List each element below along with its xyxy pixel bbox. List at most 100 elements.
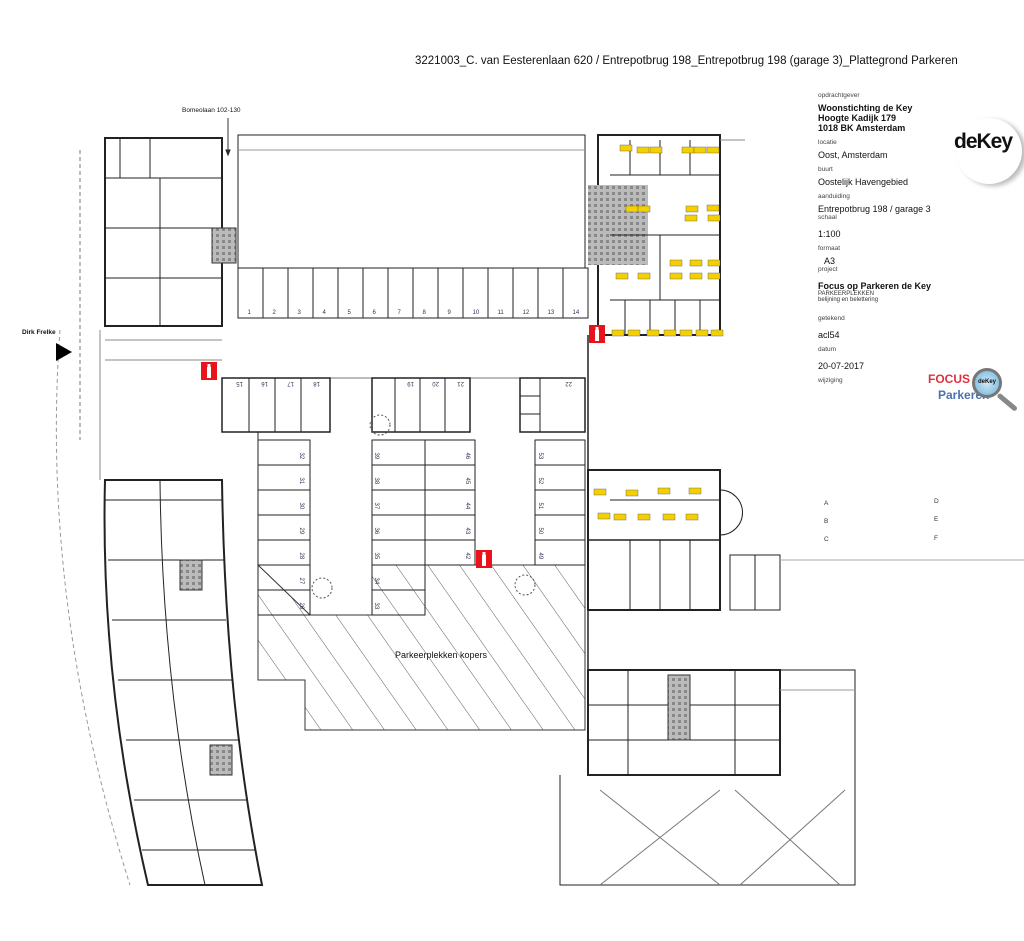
parking-spot-number: 7: [398, 310, 402, 316]
aanduiding-value: Entrepotbrug 198 / garage 3: [818, 204, 931, 214]
parking-spot-number: 20: [432, 380, 439, 386]
parking-spot-number: 9: [448, 310, 452, 316]
client-city: 1018 BK Amsterdam: [818, 123, 906, 133]
storage-tag: [646, 329, 660, 337]
lens-text: deKey: [978, 379, 997, 385]
parking-spot-number: 16: [261, 380, 268, 386]
parking-spot-number: 51: [537, 503, 543, 510]
label-formaat: formaat: [818, 245, 841, 252]
client-name: Woonstichting de Key: [818, 103, 913, 113]
open-area-top: [237, 134, 586, 269]
parking-spot-number: 22: [565, 380, 572, 386]
parking-spot-number: 1: [248, 310, 252, 316]
parking-spot-number: 12: [523, 310, 530, 316]
parking-spot-number: 32: [298, 453, 304, 460]
parking-spot-number: 33: [373, 603, 379, 610]
parking-column-outline: [424, 439, 476, 566]
parking-spot-number: 35: [373, 553, 379, 560]
storage-tag: [637, 272, 651, 280]
entrance-arrow-icon: [56, 343, 72, 361]
storage-tag: [710, 329, 724, 337]
label-wijziging: wijziging: [818, 377, 843, 384]
storage-tag: [625, 205, 639, 213]
parking-spot-number: 10: [473, 310, 480, 316]
storage-tag: [657, 487, 671, 495]
storage-tag: [669, 272, 683, 280]
storage-tag: [706, 146, 720, 154]
storage-tag: [669, 259, 683, 267]
parking-spot-number: 6: [373, 310, 377, 316]
getekend-value: acl54: [818, 330, 840, 340]
project-sub2: belijning en belettering: [818, 297, 879, 303]
storage-tag: [685, 205, 699, 213]
parking-spot-number: 2: [273, 310, 277, 316]
parking-spot-number: 46: [464, 453, 470, 460]
parking-spot-number: 38: [373, 478, 379, 485]
focus-logo-text: FOCUS: [928, 372, 970, 386]
formaat-value: A3: [824, 256, 836, 266]
building-southwest-curved: [55, 329, 264, 886]
parking-spot-number: 19: [407, 380, 414, 386]
storage-tag: [593, 488, 607, 496]
label-locatie: locatie: [818, 139, 837, 146]
storage-tag: [707, 272, 721, 280]
storage-tag: [597, 512, 611, 520]
storage-tag: [662, 513, 676, 521]
building-northeast: [588, 134, 745, 336]
building-east: [587, 469, 1024, 611]
storage-tag: [679, 329, 693, 337]
label-datum: datum: [818, 346, 837, 353]
focus-parkeren-logo: FOCUS Parkeren deKey: [928, 368, 1024, 418]
storage-tag: [693, 146, 707, 154]
storage-tag: [627, 329, 641, 337]
parking-spot-number: 37: [373, 503, 379, 510]
street-label-left: Dirk Frelke: [22, 329, 56, 336]
parking-spot-number: 53: [537, 453, 543, 460]
hatched-parking-area: [257, 563, 586, 731]
fire-extinguisher-icon: [589, 325, 605, 343]
parking-columns: [257, 439, 586, 616]
storage-tag: [636, 146, 650, 154]
building-northwest: [104, 137, 237, 361]
parking-spot-number: 14: [573, 310, 580, 316]
storage-tag: [689, 259, 703, 267]
storage-tag: [663, 329, 677, 337]
parking-spot-number: 18: [313, 380, 320, 386]
storage-tag: [611, 329, 625, 337]
parking-column-outline: [257, 439, 311, 616]
parking-spot-number: 17: [287, 380, 294, 386]
storage-tag: [681, 146, 695, 154]
locatie-value: Oost, Amsterdam: [818, 150, 888, 160]
parking-spot-number: 11: [498, 310, 505, 316]
street-label-top: Bomeolaan 102-130: [182, 107, 241, 114]
storage-tag: [619, 144, 633, 152]
parking-spot-number: 30: [298, 503, 304, 510]
project-value: Focus op Parkeren de Key: [818, 281, 932, 291]
hatched-area-label: Parkeerplekken kopers: [395, 650, 488, 660]
revision-e: E: [934, 516, 939, 523]
revision-d: D: [934, 498, 939, 505]
parking-spot-number: 44: [464, 503, 470, 510]
revision-f: F: [934, 535, 938, 542]
building-southeast: [559, 669, 856, 886]
client-address: Hoogte Kadijk 179: [818, 113, 897, 123]
parking-spot-number: 28: [298, 553, 304, 560]
arrow-down-icon: [225, 149, 231, 157]
parking-spot-number: 50: [537, 528, 543, 535]
parking-spot-number: 27: [298, 578, 304, 585]
project-sub1: PARKEERPLEKKEN: [818, 291, 874, 297]
storage-tag: [706, 204, 720, 212]
storage-tag: [695, 329, 709, 337]
parking-column-outline: [534, 439, 586, 566]
storage-tag: [637, 513, 651, 521]
storage-tag: [637, 205, 651, 213]
storage-tag: [684, 214, 698, 222]
storage-tag: [625, 489, 639, 497]
label-getekend: getekend: [818, 315, 845, 322]
label-opdrachtgever: opdrachtgever: [818, 92, 860, 99]
parking-spot-number: 21: [457, 380, 464, 386]
parking-spot-number: 31: [298, 478, 304, 485]
storage-tag: [649, 146, 663, 154]
parking-spot-number: 34: [373, 578, 379, 585]
